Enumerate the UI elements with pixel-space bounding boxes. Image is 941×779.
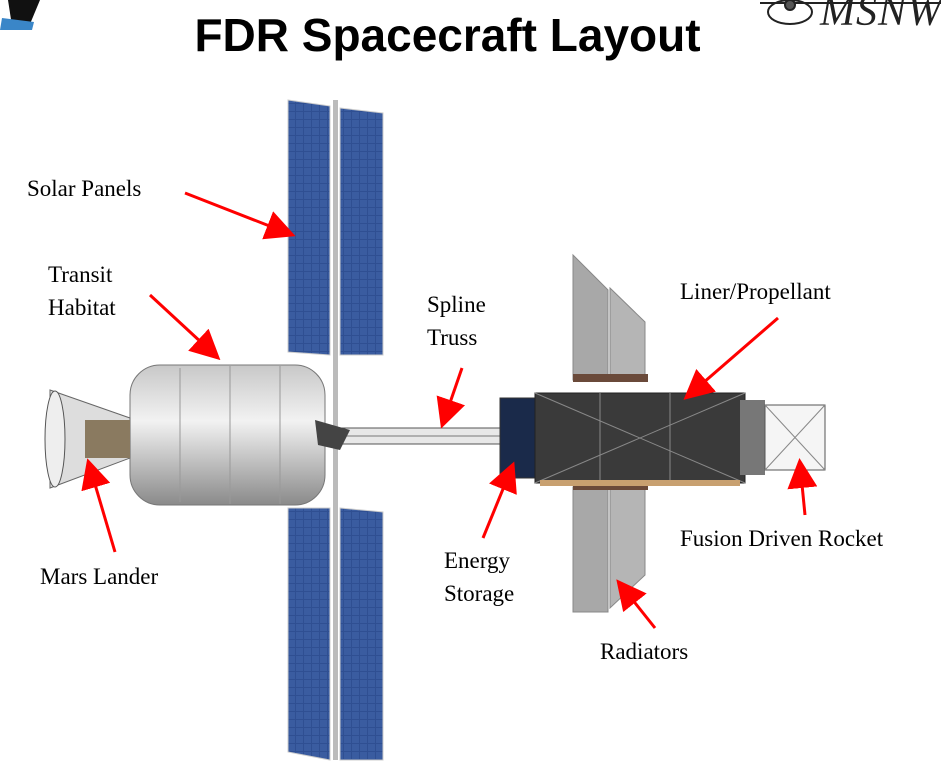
label-mars-lander: Mars Lander — [40, 564, 159, 589]
arrow-fusion-driven-rocket — [787, 458, 818, 516]
arrow-transit-habitat — [148, 293, 221, 361]
label-line: Habitat — [48, 295, 116, 320]
arrow-radiators — [616, 579, 657, 629]
label-line: Truss — [427, 325, 478, 350]
spline-truss — [339, 427, 506, 445]
label-line: Storage — [444, 581, 515, 606]
top-left-logo — [0, 0, 40, 30]
radiators-upper — [572, 253, 648, 382]
msnw-logo-text: MSNW — [820, 0, 941, 35]
arrow-energy-storage — [481, 461, 517, 539]
callout-arrows — [81, 191, 818, 629]
label-fusion-driven-rocket: Fusion Driven Rocket — [680, 526, 884, 551]
arrow-solar-panels — [184, 191, 296, 240]
label-line: Energy — [444, 548, 511, 573]
solar-panels-lower — [287, 507, 384, 761]
slide-title: FDR Spacecraft Layout — [194, 9, 701, 61]
label-transit-habitat: Transit Habitat — [48, 258, 116, 324]
transit-habitat — [129, 364, 350, 506]
label-radiators: Radiators — [600, 639, 689, 664]
label-line: Transit — [48, 262, 113, 287]
label-energy-storage: Energy Storage — [444, 544, 514, 610]
label-liner-propellant: Liner/Propellant — [680, 279, 831, 304]
label-spline-truss: Spline Truss — [427, 288, 486, 354]
label-solar-panels: Solar Panels — [27, 176, 142, 201]
arrow-mars-lander — [81, 458, 117, 553]
mars-lander — [44, 389, 131, 489]
arrow-spline-truss — [436, 367, 466, 429]
radiators-lower — [572, 484, 648, 613]
liner-propellant-module — [499, 392, 826, 486]
solar-panels-upper — [287, 99, 384, 356]
arrow-liner-propellant — [683, 316, 779, 400]
top-right-logo-emblem — [760, 0, 941, 25]
label-line: Spline — [427, 292, 486, 317]
